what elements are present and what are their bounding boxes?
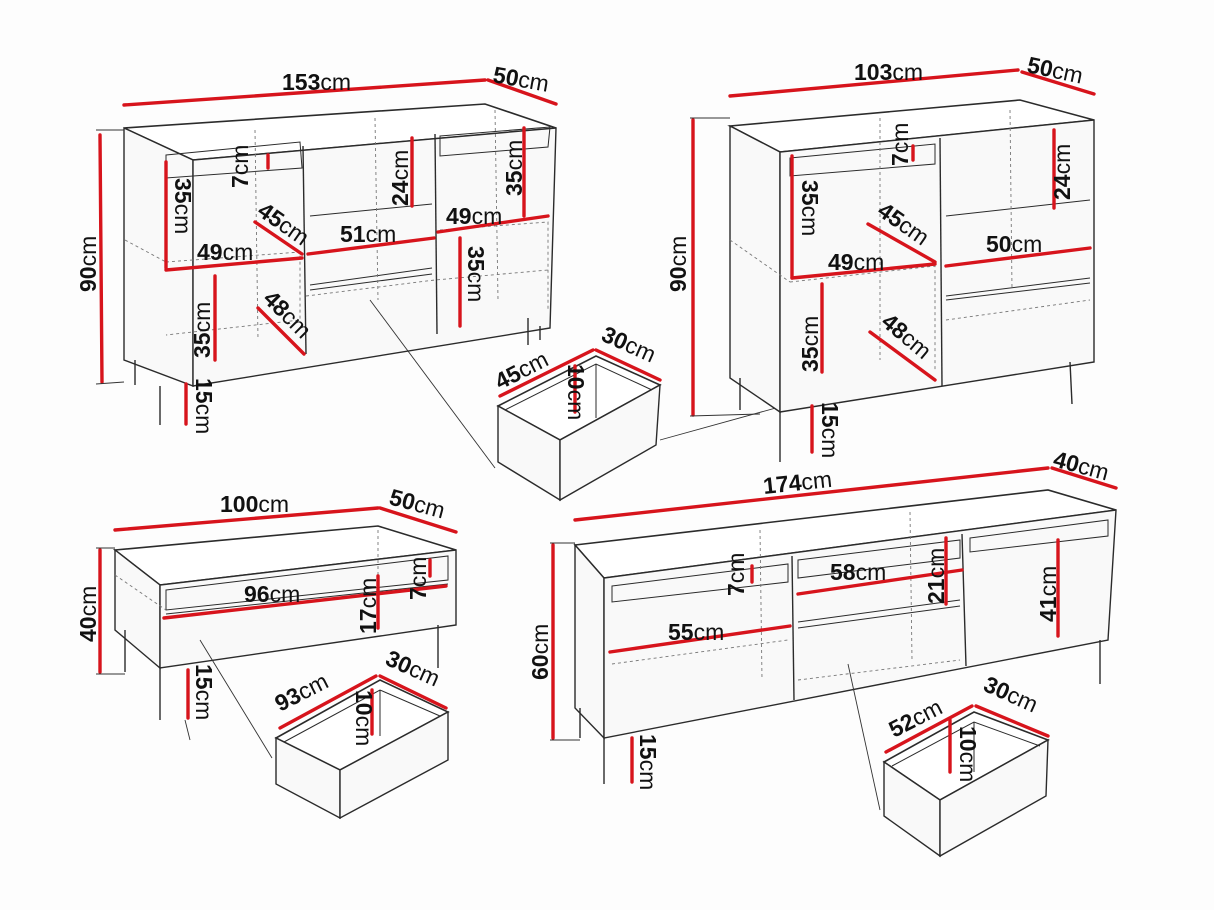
- label-drawer-93-height: 10cm: [351, 690, 377, 746]
- label-174-middle-h: 21cm: [923, 548, 949, 604]
- label-174-width: 174cm: [762, 466, 833, 499]
- label-103-depth: 50cm: [1025, 51, 1085, 88]
- label-103-legs: 15cm: [817, 402, 843, 458]
- label-153-shelf-w-left: 49cm: [197, 239, 253, 265]
- label-153-shelf-h-left-lower: 35cm: [189, 302, 215, 358]
- label-153-shelf-h-right: 35cm: [501, 140, 527, 196]
- label-100-height: 40cm: [75, 586, 101, 642]
- label-100-depth: 50cm: [387, 484, 448, 524]
- label-100-inner-w: 96cm: [244, 581, 300, 607]
- label-174-legs: 15cm: [635, 734, 661, 790]
- label-103-shelf-h-lower: 35cm: [797, 316, 823, 372]
- sideboard-153: [95, 78, 558, 426]
- dim-153-depth: [486, 78, 558, 106]
- label-153-shelf-h-right-lower: 35cm: [463, 246, 489, 302]
- label-174-middle-w: 58cm: [830, 559, 886, 585]
- tv-bench-100: [96, 506, 458, 741]
- label-100-legs: 15cm: [191, 664, 217, 720]
- label-100-inner-h: 17cm: [355, 578, 381, 634]
- label-103-width: 103cm: [854, 59, 923, 85]
- label-100-drawer-front: 7cm: [405, 557, 431, 600]
- label-153-drawer-front: 7cm: [227, 145, 253, 188]
- label-103-right-h: 24cm: [1049, 144, 1075, 200]
- label-153-height: 90cm: [75, 236, 101, 292]
- tv-bench-174: [550, 466, 1118, 784]
- drawer-45: [496, 348, 662, 502]
- sideboard-153-left-side: [123, 126, 194, 388]
- label-drawer-93-width: 93cm: [270, 668, 332, 717]
- label-174-right-h: 41cm: [1035, 566, 1061, 622]
- label-174-height: 60cm: [527, 624, 553, 680]
- dim-153-width: [122, 78, 487, 107]
- label-103-drawer-front: 7cm: [887, 123, 913, 166]
- label-174-depth: 40cm: [1051, 446, 1112, 486]
- label-103-shelf-h-upper: 35cm: [797, 180, 823, 236]
- label-153-depth: 50cm: [491, 61, 551, 96]
- dim-153-height: [98, 133, 104, 384]
- label-100-width: 100cm: [220, 491, 289, 517]
- label-103-right-w: 50cm: [986, 231, 1042, 257]
- label-153-shelf-h-left: 35cm: [170, 178, 196, 234]
- label-153-width: 153cm: [282, 69, 351, 95]
- drawer-93: [274, 674, 450, 820]
- label-103-height: 90cm: [665, 236, 691, 292]
- label-153-middle-w: 51cm: [340, 221, 396, 247]
- label-drawer-52-height: 10cm: [955, 726, 981, 782]
- label-174-left-front: 7cm: [723, 553, 749, 596]
- label-drawer-45-height: 10cm: [563, 364, 589, 420]
- label-103-shelf-w: 49cm: [828, 249, 884, 275]
- label-153-shelf-w-right: 49cm: [446, 203, 502, 229]
- drawer-52: [882, 704, 1050, 858]
- label-153-middle-h: 24cm: [387, 150, 413, 206]
- label-153-legs: 15cm: [191, 378, 217, 434]
- sideboard-103: [689, 68, 1096, 462]
- label-174-left-w: 55cm: [668, 619, 724, 645]
